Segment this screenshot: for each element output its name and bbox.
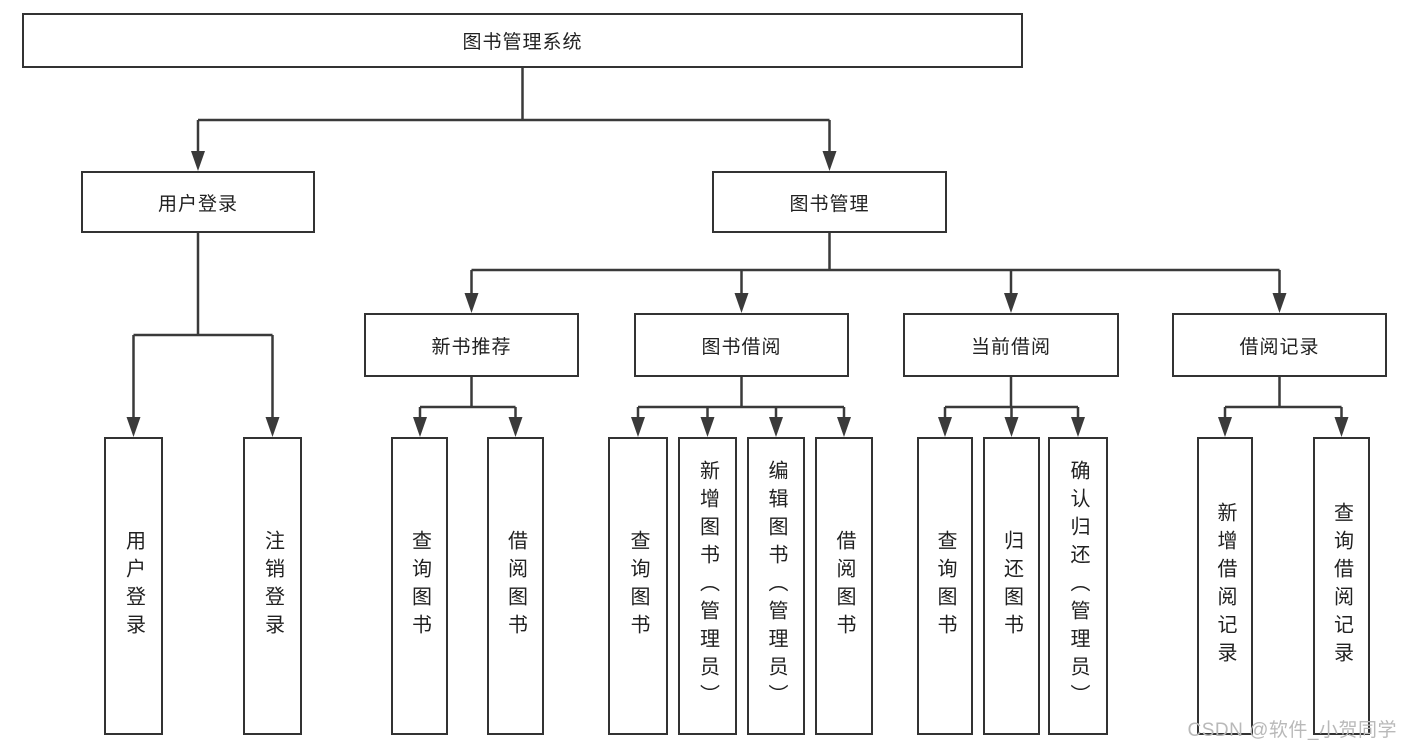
leaf-user-login-label: 用户登录 (122, 530, 145, 642)
leaf-add-books-admin-label: 新增图书（管理员） (696, 460, 719, 712)
leaf-add-borrow-record-label: 新增借阅记录 (1214, 502, 1236, 670)
leaf-borrow-books: 借阅图书 (815, 437, 873, 735)
node-root: 图书管理系统 (22, 13, 1023, 68)
leaf-user-login: 用户登录 (104, 437, 163, 735)
leaf-logout: 注销登录 (243, 437, 302, 735)
leaf-query-borrow-record: 查询借阅记录 (1313, 437, 1370, 735)
leaf-query-borrow-record-label: 查询借阅记录 (1330, 502, 1353, 670)
leaf-borrow-books-recommend: 借阅图书 (487, 437, 544, 735)
leaf-query-books-recommend-label: 查询图书 (408, 530, 431, 642)
leaf-add-borrow-record: 新增借阅记录 (1197, 437, 1253, 735)
leaf-confirm-return-admin: 确认归还（管理员） (1048, 437, 1108, 735)
leaf-return-books-label: 归还图书 (1000, 530, 1023, 642)
node-new-book-recommend: 新书推荐 (364, 313, 579, 377)
leaf-edit-books-admin: 编辑图书（管理员） (747, 437, 805, 735)
leaf-logout-label: 注销登录 (261, 530, 284, 642)
node-book-management: 图书管理 (712, 171, 947, 233)
leaf-borrow-books-recommend-label: 借阅图书 (504, 530, 527, 642)
leaf-confirm-return-admin-label: 确认归还（管理员） (1067, 460, 1089, 712)
leaf-query-books-recommend: 查询图书 (391, 437, 448, 735)
leaf-query-books-current-label: 查询图书 (934, 530, 956, 642)
leaf-edit-books-admin-label: 编辑图书（管理员） (765, 460, 787, 712)
node-user-login: 用户登录 (81, 171, 315, 233)
leaf-return-books: 归还图书 (983, 437, 1040, 735)
node-book-borrow: 图书借阅 (634, 313, 849, 377)
leaf-borrow-books-label: 借阅图书 (833, 530, 855, 642)
node-borrow-record: 借阅记录 (1172, 313, 1387, 377)
leaf-query-books-borrow-label: 查询图书 (627, 530, 649, 642)
leaf-add-books-admin: 新增图书（管理员） (678, 437, 737, 735)
leaf-query-books-current: 查询图书 (917, 437, 973, 735)
node-current-borrow: 当前借阅 (903, 313, 1119, 377)
leaf-query-books-borrow: 查询图书 (608, 437, 668, 735)
